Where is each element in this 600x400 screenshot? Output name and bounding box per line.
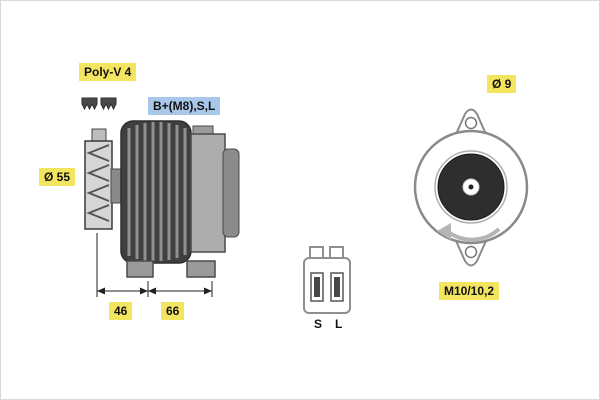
lug-hole-top xyxy=(464,116,478,130)
connector-terminals xyxy=(310,272,344,302)
pulley-stud xyxy=(91,128,107,143)
hub-ring xyxy=(434,150,508,224)
dimension-arrowheads xyxy=(97,287,212,295)
front-bracket-fins xyxy=(120,120,192,264)
label-b-plus: B+(M8),S,L xyxy=(148,97,221,115)
mounting-feet xyxy=(126,260,216,278)
rear-end-cap xyxy=(222,148,240,238)
lug-hole-bottom xyxy=(464,245,478,259)
label-poly-v: Poly-V 4 xyxy=(79,63,137,81)
shaft-center-dot xyxy=(468,184,474,190)
rotation-arrow xyxy=(437,223,501,242)
label-dim-46: 46 xyxy=(109,302,133,320)
plug-connector xyxy=(303,246,351,314)
poly-v-pulley xyxy=(84,140,113,230)
label-hole-dia: Ø 9 xyxy=(487,75,517,93)
label-terminal-l: L xyxy=(335,317,343,331)
belt-profile-icon xyxy=(81,97,117,111)
alternator-rear-view xyxy=(413,108,529,267)
label-pulley-dia: Ø 55 xyxy=(39,168,76,186)
label-dim-66: 66 xyxy=(161,302,185,320)
rear-housing xyxy=(190,133,226,253)
alternator-side-view xyxy=(81,97,240,297)
label-thread: M10/10,2 xyxy=(439,282,500,300)
label-terminal-s: S xyxy=(314,317,323,331)
